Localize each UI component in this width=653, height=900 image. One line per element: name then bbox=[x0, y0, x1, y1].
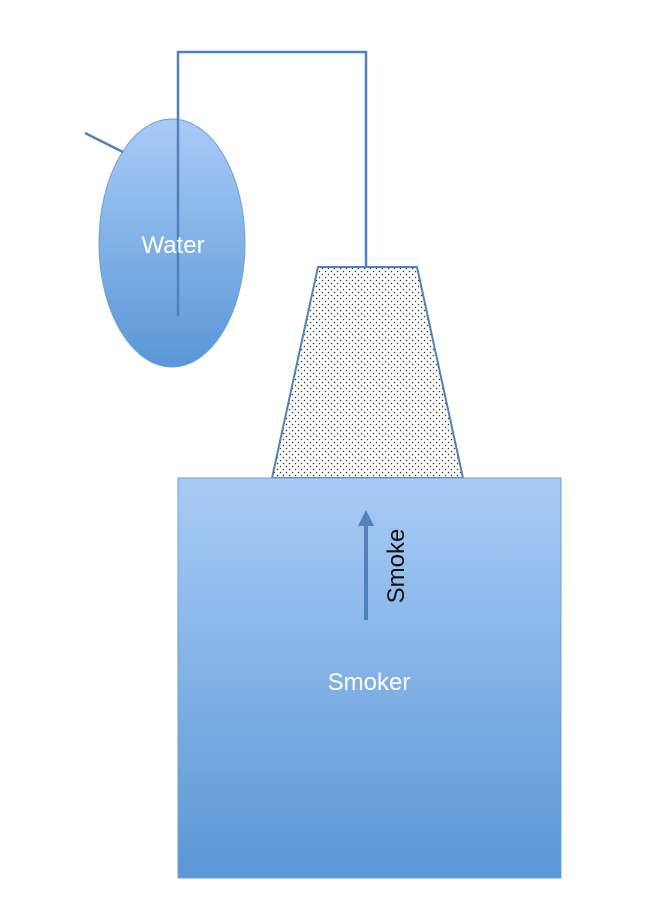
smoke-arrow-head bbox=[358, 510, 374, 526]
smoke-label: Smoke bbox=[383, 529, 410, 604]
smoker-box bbox=[177, 477, 562, 879]
dotted-funnel bbox=[270, 266, 465, 479]
smoker-label: Smoker bbox=[328, 669, 411, 696]
water-label: Water bbox=[141, 232, 204, 259]
water-inlet-line bbox=[84, 131, 124, 154]
water-container bbox=[98, 118, 246, 368]
